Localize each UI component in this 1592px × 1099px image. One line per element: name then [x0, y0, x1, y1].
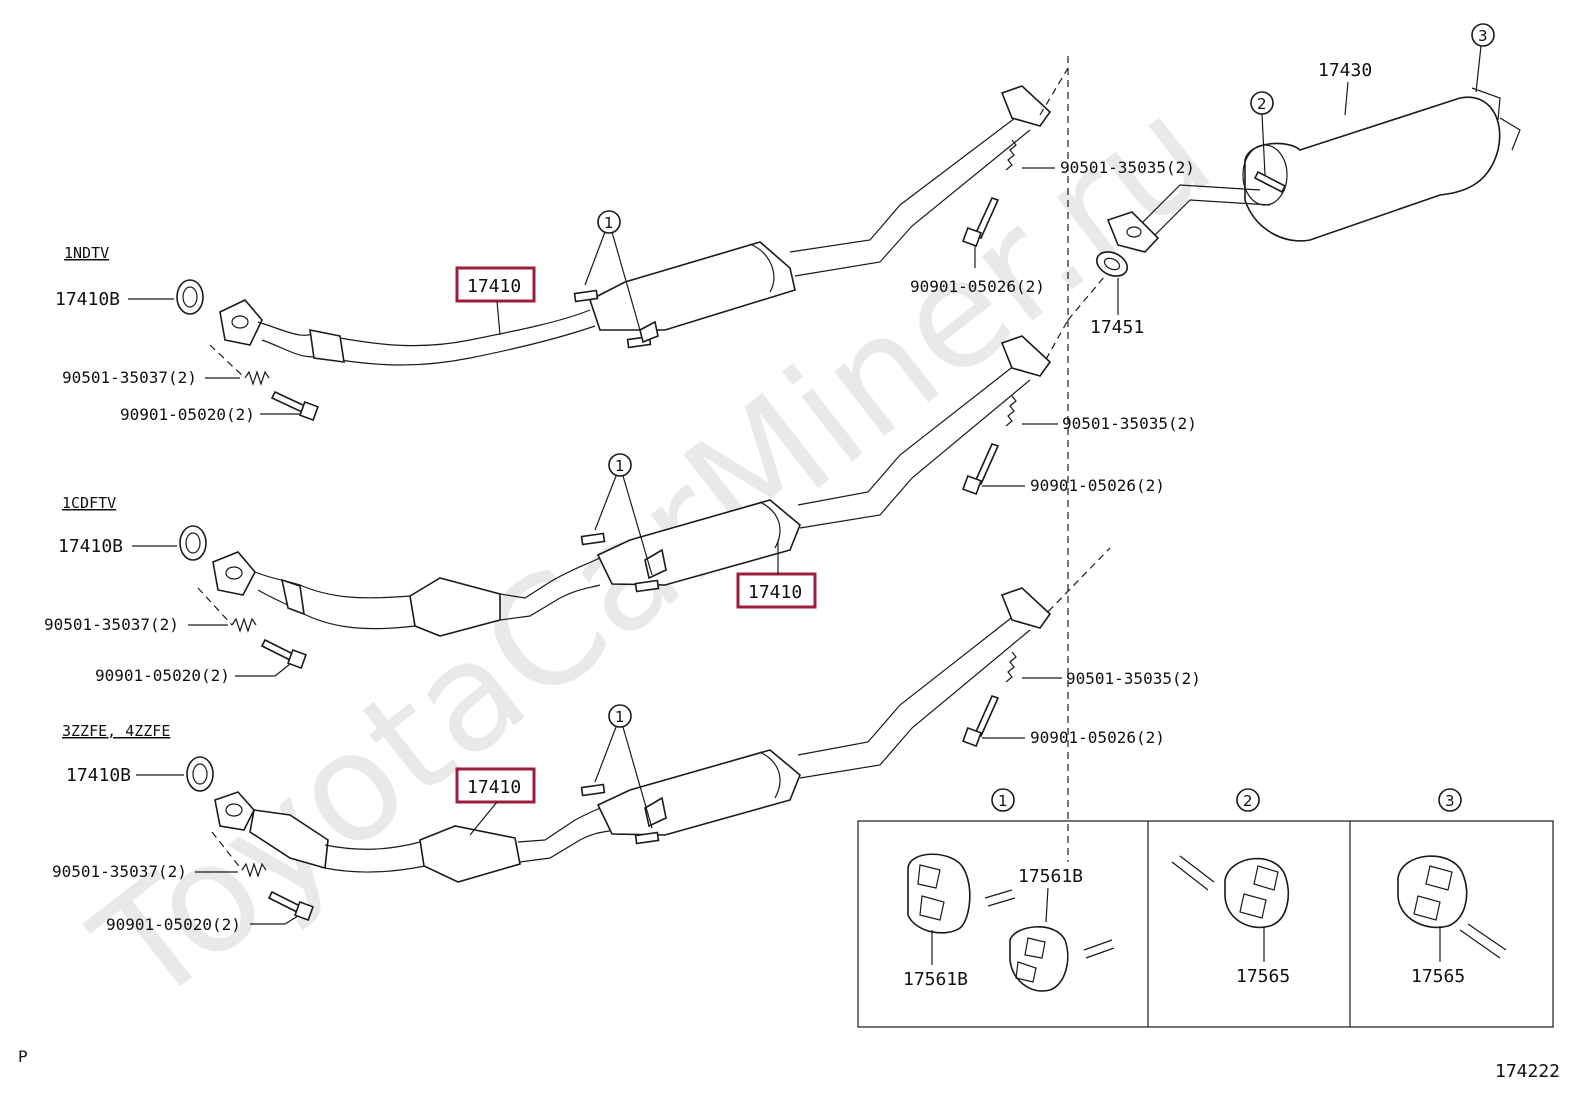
page-marker: P	[18, 1047, 28, 1066]
detail-panel-frame	[857, 820, 1554, 1028]
ref-circle-label: 3	[1478, 27, 1488, 45]
pipe-part-label[interactable]: 17410	[467, 276, 521, 297]
pipe-part-label[interactable]: 17410	[748, 582, 802, 603]
pipe-part-label[interactable]: 17410	[467, 777, 521, 798]
muffler-gasket-label[interactable]: 17451	[1090, 317, 1144, 338]
assembly-1cdftv: 1CDFTV 17410B 1 17410 90501-35037(2)	[44, 335, 1197, 685]
engine-label-3zzfe: 3ZZFE, 4ZZFE	[62, 722, 170, 740]
front-flange-icon	[214, 791, 255, 831]
ref-circle-label: 1	[998, 792, 1008, 810]
ref-circle-label: 1	[604, 214, 614, 232]
gasket-label: 17410B	[66, 765, 131, 786]
assembly-1ndtv: 1NDTV 17410B 1 17410	[55, 85, 1195, 424]
assembly-3zzfe-4zzfe: 3ZZFE, 4ZZFE 17410B 1 17410 90501-35037(…	[52, 587, 1201, 934]
diagram-number: 174222	[1495, 1061, 1560, 1082]
center-muffler-icon	[596, 749, 801, 836]
rear-flange-icon	[1000, 85, 1052, 127]
ref-circle-1	[597, 210, 621, 234]
gasket-ring-icon	[186, 756, 214, 792]
muffler-body-icon	[1244, 96, 1501, 242]
rear-spring-label: 90501-35035(2)	[1062, 414, 1197, 433]
highlight-box	[736, 572, 817, 609]
rear-spring-label: 90501-35035(2)	[1060, 158, 1195, 177]
engine-label-1ndtv: 1NDTV	[64, 244, 109, 262]
gasket-label: 17410B	[55, 289, 120, 310]
muffler-inlet-flange-icon	[1106, 211, 1160, 253]
ref-circle-1	[608, 453, 632, 477]
rear-bolt-label: 90901-05026(2)	[910, 277, 1045, 296]
detail-part-label[interactable]: 17561B	[1018, 866, 1083, 887]
detail-ref-circle-3	[1438, 788, 1462, 812]
detail-ref-circle-1	[991, 788, 1015, 812]
ref-circle-label: 3	[1445, 792, 1455, 810]
gasket-ring-icon	[179, 525, 207, 561]
ref-circle-1	[608, 704, 632, 728]
front-flange-icon	[219, 299, 263, 346]
detail-part-label[interactable]: 17561B	[903, 969, 968, 990]
rear-bolt-label: 90901-05026(2)	[1030, 476, 1165, 495]
ref-circle-label: 2	[1257, 95, 1267, 113]
rear-flange-icon	[1000, 587, 1052, 629]
spring-label: 90501-35037(2)	[52, 862, 187, 881]
gasket-label: 17410B	[58, 536, 123, 557]
ref-circle-3	[1471, 23, 1495, 47]
ref-circle-label: 2	[1243, 792, 1253, 810]
highlight-box	[455, 266, 536, 303]
hanger-detail-panels: 1 17561B 17561B 2 17565 3 17565	[857, 788, 1554, 1028]
rear-flange-icon	[1000, 335, 1052, 377]
bolt-icon	[260, 638, 295, 662]
engine-label-1cdftv: 1CDFTV	[62, 494, 116, 512]
ref-circle-label: 1	[615, 708, 625, 726]
detail-part-label[interactable]: 17565	[1236, 966, 1290, 987]
spring-label: 90501-35037(2)	[62, 368, 197, 387]
catalytic-converter-icon	[419, 825, 521, 883]
bolt-label: 90901-05020(2)	[106, 915, 241, 934]
spring-label: 90501-35037(2)	[44, 615, 179, 634]
highlight-box	[455, 767, 536, 804]
bolt-label: 90901-05020(2)	[120, 405, 255, 424]
bolt-label: 90901-05020(2)	[95, 666, 230, 685]
muffler-gasket-icon	[1095, 251, 1129, 277]
rubber-hanger-icon	[1009, 926, 1069, 992]
detail-part-label[interactable]: 17565	[1411, 966, 1465, 987]
front-flange-icon	[212, 551, 256, 596]
rear-spring-label: 90501-35035(2)	[1066, 669, 1201, 688]
ref-circle-label: 1	[615, 457, 625, 475]
center-muffler-icon	[589, 241, 796, 331]
bolt-icon	[270, 390, 307, 414]
tail-muffler: 17451 17430 2 3	[1090, 23, 1521, 338]
rear-bolt-label: 90901-05026(2)	[1030, 728, 1165, 747]
muffler-part-label[interactable]: 17430	[1318, 60, 1372, 81]
rubber-hanger-icon	[907, 853, 971, 934]
detail-ref-circle-2	[1236, 788, 1260, 812]
gasket-ring-icon	[176, 279, 204, 315]
